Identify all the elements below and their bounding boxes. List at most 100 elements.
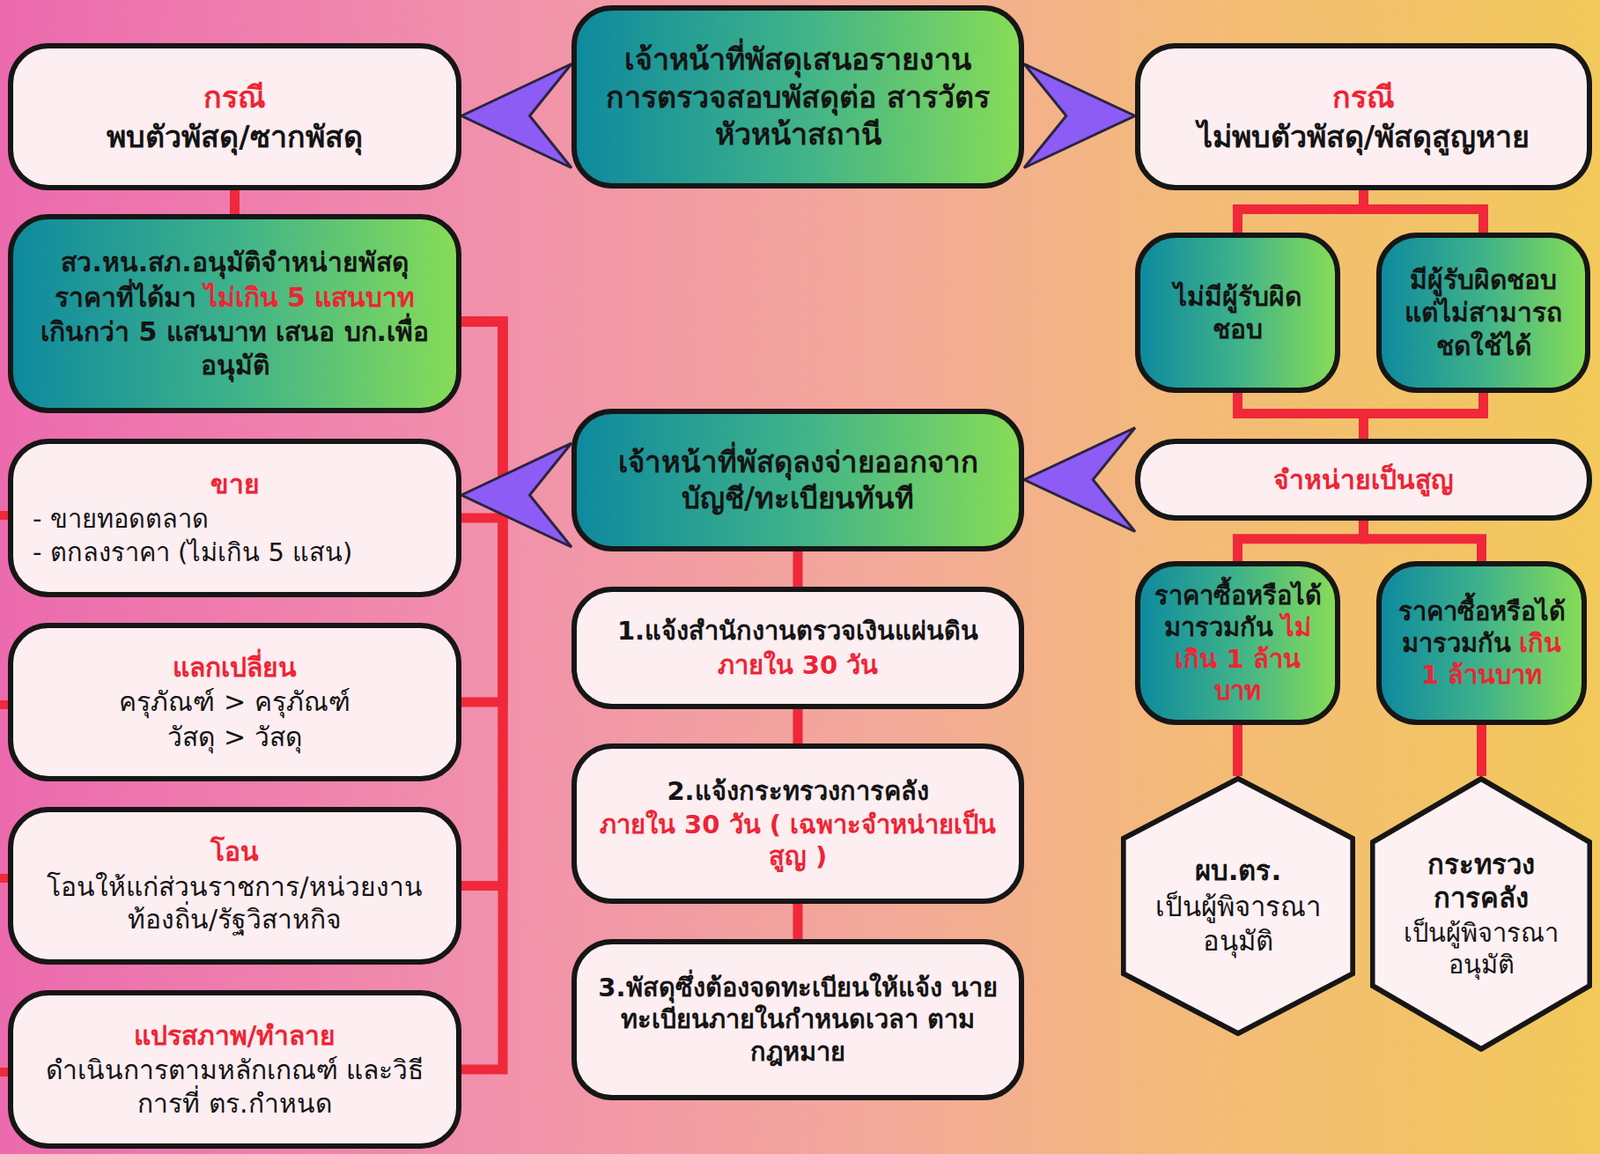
connector-line xyxy=(793,551,804,587)
process-box: มีผู้รับผิดชอบ แต่ไม่สามารถ ชดใช้ได้ xyxy=(1376,232,1591,393)
connector-line xyxy=(461,321,503,885)
text-line-group: ขาย xyxy=(32,467,437,502)
text-line-group: เป็นผู้พิจารณา อนุมัติ xyxy=(1401,916,1561,981)
text-line-group: เป็นผู้พิจารณา อนุมัติ xyxy=(1150,889,1326,959)
node-text: เจ้าหน้าที่พัสดุเสนอรายงาน การตรวจสอบพัส… xyxy=(605,41,990,152)
node-text: เป็นผู้พิจารณา อนุมัติ xyxy=(1403,917,1559,980)
node-text: วัสดุ > วัสดุ xyxy=(167,721,302,753)
connector xyxy=(1481,724,1483,776)
highlight-text: ภายใน 30 วัน ( เฉพาะจำหน่ายเป็นสูญ ) xyxy=(599,809,996,871)
connector-line xyxy=(793,708,804,744)
connector xyxy=(461,321,503,1070)
node-text: เป็นผู้พิจารณา อนุมัติ xyxy=(1155,890,1321,957)
connector xyxy=(1238,520,1365,561)
text-line-group: ราคาที่ได้มาไม่เกิน 5 แสนบาท xyxy=(34,280,436,315)
text-line-group: 1.แจ้งสำนักงานตรวจเงินแผ่นดิน xyxy=(597,614,998,647)
node-text: กระทรวง การคลัง xyxy=(1427,847,1535,915)
highlight-text: ภายใน 30 วัน xyxy=(717,649,879,680)
text-line-group: ภายใน 30 วัน xyxy=(597,648,998,681)
text-line-group: พบตัวพัสดุ/ซากพัสดุ xyxy=(34,117,436,156)
text-line-group: - ขายทอดตลาด xyxy=(32,502,437,535)
step-box: 2.แจ้งกระทรวงการคลังภายใน 30 วัน ( เฉพาะ… xyxy=(571,743,1025,904)
connector-line xyxy=(461,321,503,1070)
text-line-group: โอน xyxy=(34,834,436,869)
process-box: สว.หน.สภ.อนุมัติจำหน่ายพัสดุราคาที่ได้มา… xyxy=(7,213,462,413)
connector xyxy=(797,708,799,744)
highlight-text: โอน xyxy=(210,835,259,867)
text-line-group: กรณี xyxy=(34,78,436,117)
connector xyxy=(1238,392,1365,439)
node-text: มีผู้รับผิดชอบ แต่ไม่สามารถ ชดใช้ได้ xyxy=(1404,264,1563,362)
text-line-group: ไม่พบตัวพัสดุ/พัสดุสูญหาย xyxy=(1157,117,1570,156)
hexagon-outline xyxy=(1370,775,1593,1052)
node-text: ดำเนินการตามหลักเกณฑ์ และวิธีการที่ ตร.ก… xyxy=(45,1054,425,1119)
chevron-arrow xyxy=(461,64,572,169)
text-line-group: มีผู้รับผิดชอบ แต่ไม่สามารถ ชดใช้ได้ xyxy=(1399,263,1568,363)
connector-line xyxy=(1364,392,1484,439)
highlight-text: ขาย xyxy=(210,468,260,500)
text-line-group: กระทรวง การคลัง xyxy=(1401,847,1561,916)
process-box: ราคาซื้อหรือได้ มารวมกันเกิน 1 ล้านบาท xyxy=(1376,560,1587,725)
node-text: 3.พัสดุซึ่งต้องจดทะเบียนให้แจ้ง นายทะเบี… xyxy=(597,972,997,1067)
node-text: ไม่มีผู้รับผิด ชอบ xyxy=(1173,280,1302,346)
highlight-text: จำหน่ายเป็นสูญ xyxy=(1273,464,1454,495)
process-box: เจ้าหน้าที่พัสดุลงจ่ายออกจาก บัญชี/ทะเบี… xyxy=(571,408,1025,552)
connector-line xyxy=(1238,190,1365,233)
text-line-group: เกินกว่า 5 แสนบาท เสนอ บก.เพื่ออนุมัติ xyxy=(34,315,436,382)
node-text: เกินกว่า 5 แสนบาท เสนอ บก.เพื่ออนุมัติ xyxy=(40,316,429,381)
approval-hexagon: กระทรวง การคลังเป็นผู้พิจารณา อนุมัติ xyxy=(1370,775,1593,1052)
text-line-group: ดำเนินการตามหลักเกณฑ์ และวิธีการที่ ตร.ก… xyxy=(34,1053,436,1120)
node-text: เจ้าหน้าที่พัสดุลงจ่ายออกจาก บัญชี/ทะเบี… xyxy=(618,444,979,516)
connector-line xyxy=(1476,724,1487,776)
text-line-group: แลกเปลี่ยน xyxy=(34,650,436,685)
connector xyxy=(461,64,572,169)
connector xyxy=(461,321,503,885)
text-line-group: เจ้าหน้าที่พัสดุเสนอรายงาน การตรวจสอบพัส… xyxy=(603,40,993,154)
text-line-group: สว.หน.สภ.อนุมัติจำหน่ายพัสดุ xyxy=(34,245,436,280)
connector-line xyxy=(1364,190,1484,233)
step-box: กรณีพบตัวพัสดุ/ซากพัสดุ xyxy=(7,43,462,191)
step-box: โอนโอนให้แก่ส่วนราชการ/หน่วยงาน ท้องถิ่น… xyxy=(7,806,462,965)
text-line-group: 2.แจ้งกระทรวงการคลัง xyxy=(597,774,998,807)
connector xyxy=(234,190,236,214)
step-box: 3.พัสดุซึ่งต้องจดทะเบียนให้แจ้ง นายทะเบี… xyxy=(571,938,1025,1100)
connector-line xyxy=(1238,392,1365,439)
text-line-group: ราคาซื้อหรือได้ มารวมกันเกิน 1 ล้านบาท xyxy=(1393,595,1570,692)
node-text: - ขายทอดตลาด xyxy=(32,503,209,534)
node-text: ราคาที่ได้มา xyxy=(54,281,197,313)
step-box: 1.แจ้งสำนักงานตรวจเงินแผ่นดินภายใน 30 วั… xyxy=(571,586,1025,709)
text-line-group: ครุภัณฑ์ > ครุภัณฑ์ xyxy=(34,685,436,719)
text-line-group: แปรสภาพ/ทำลาย xyxy=(34,1018,436,1053)
text-line-group: โอนให้แก่ส่วนราชการ/หน่วยงาน ท้องถิ่น/รั… xyxy=(34,870,436,937)
connector-line xyxy=(1238,520,1365,561)
step-box: ขาย- ขายทอดตลาด- ตกลงราคา (ไม่เกิน 5 แสน… xyxy=(7,438,462,598)
process-box: ไม่มีผู้รับผิด ชอบ xyxy=(1135,232,1341,393)
node-text: พบตัวพัสดุ/ซากพัสดุ xyxy=(106,118,362,155)
node-text: 2.แจ้งกระทรวงการคลัง xyxy=(666,775,929,806)
chevron-arrow xyxy=(1024,64,1136,169)
approval-hexagon: ผบ.ตร.เป็นผู้พิจารณา อนุมัติ xyxy=(1120,775,1356,1036)
text-line-group: กรณี xyxy=(1157,78,1570,117)
connector-line xyxy=(793,903,804,939)
highlight-text: กรณี xyxy=(1332,79,1395,115)
node-text: สว.หน.สภ.อนุมัติจำหน่ายพัสดุ xyxy=(60,246,408,278)
step-box: แปรสภาพ/ทำลายดำเนินการตามหลักเกณฑ์ และวิ… xyxy=(7,989,462,1149)
chevron-arrow xyxy=(1024,427,1136,532)
process-box: เจ้าหน้าที่พัสดุเสนอรายงาน การตรวจสอบพัส… xyxy=(571,5,1025,189)
connector xyxy=(1238,190,1365,233)
connector xyxy=(1024,427,1136,532)
highlight-text: แปรสภาพ/ทำลาย xyxy=(133,1019,337,1051)
highlight-text: ไม่เกิน 5 แสนบาท xyxy=(204,281,416,313)
connector xyxy=(1364,520,1483,561)
connector xyxy=(797,551,799,587)
step-box: จำหน่ายเป็นสูญ xyxy=(1135,438,1593,521)
text-line-group: 3.พัสดุซึ่งต้องจดทะเบียนให้แจ้ง นายทะเบี… xyxy=(597,971,998,1068)
node-text: ครุภัณฑ์ > ครุภัณฑ์ xyxy=(118,685,350,717)
text-line-group: ราคาซื้อหรือได้ มารวมกันไม่ เกิน 1 ล้านบ… xyxy=(1152,579,1323,708)
node-text: 1.แจ้งสำนักงานตรวจเงินแผ่นดิน xyxy=(617,615,979,646)
step-box: แลกเปลี่ยนครุภัณฑ์ > ครุภัณฑ์วัสดุ > วัส… xyxy=(7,622,462,782)
text-line-group: ไม่มีผู้รับผิด ชอบ xyxy=(1157,280,1318,347)
connector-line xyxy=(1232,724,1243,776)
connector xyxy=(1364,190,1484,233)
